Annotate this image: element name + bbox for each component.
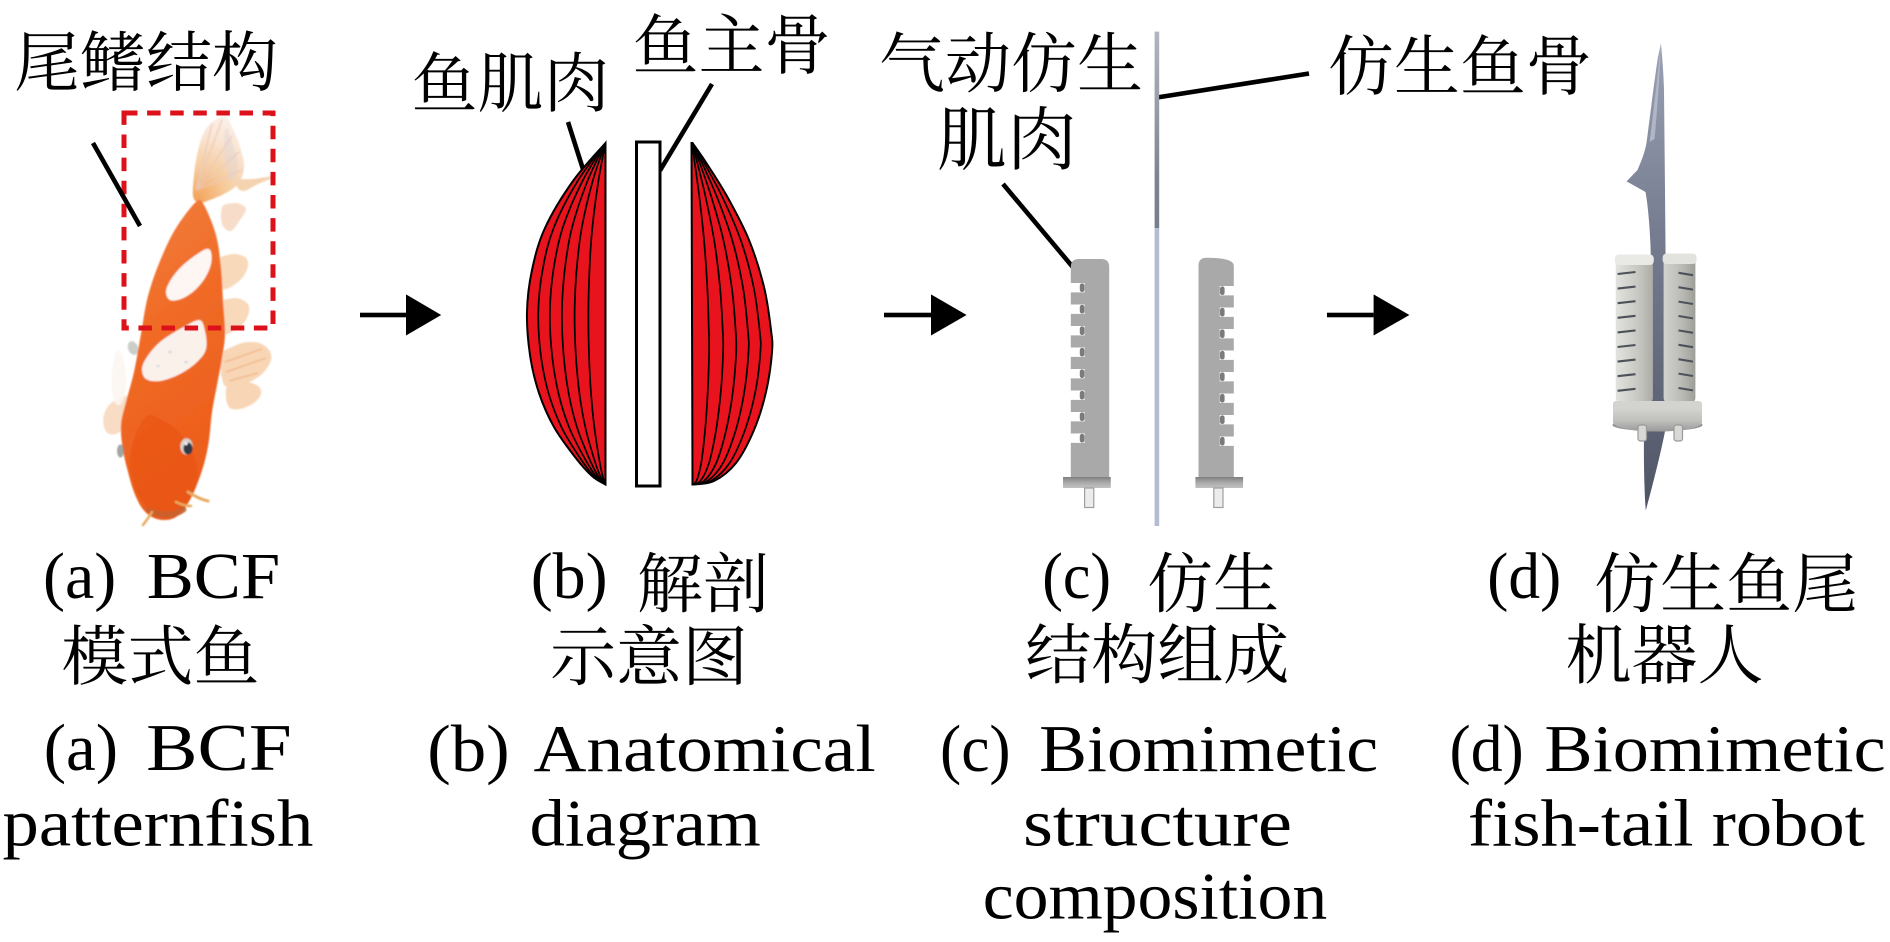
svg-text:(c): (c) — [1042, 539, 1111, 612]
svg-text:fish-tail robot: fish-tail robot — [1468, 787, 1865, 861]
svg-text:(b): (b) — [531, 540, 608, 613]
svg-text:(d): (d) — [1487, 539, 1561, 612]
svg-text:Biomimetic: Biomimetic — [1544, 712, 1885, 786]
svg-text:(b): (b) — [427, 712, 509, 786]
svg-text:(a): (a) — [43, 540, 116, 613]
svg-text:(a): (a) — [44, 711, 118, 785]
svg-text:patternfish: patternfish — [3, 787, 314, 861]
svg-text:Biomimetic: Biomimetic — [1039, 712, 1378, 786]
svg-text:Anatomical: Anatomical — [534, 712, 876, 786]
svg-text:(c): (c) — [940, 713, 1011, 787]
svg-text:BCF: BCF — [146, 711, 292, 785]
svg-text:structure: structure — [1023, 786, 1292, 860]
svg-text:(d): (d) — [1450, 713, 1524, 787]
svg-text:BCF: BCF — [147, 539, 280, 612]
svg-text:diagram: diagram — [530, 786, 761, 860]
svg-text:composition: composition — [983, 859, 1327, 933]
